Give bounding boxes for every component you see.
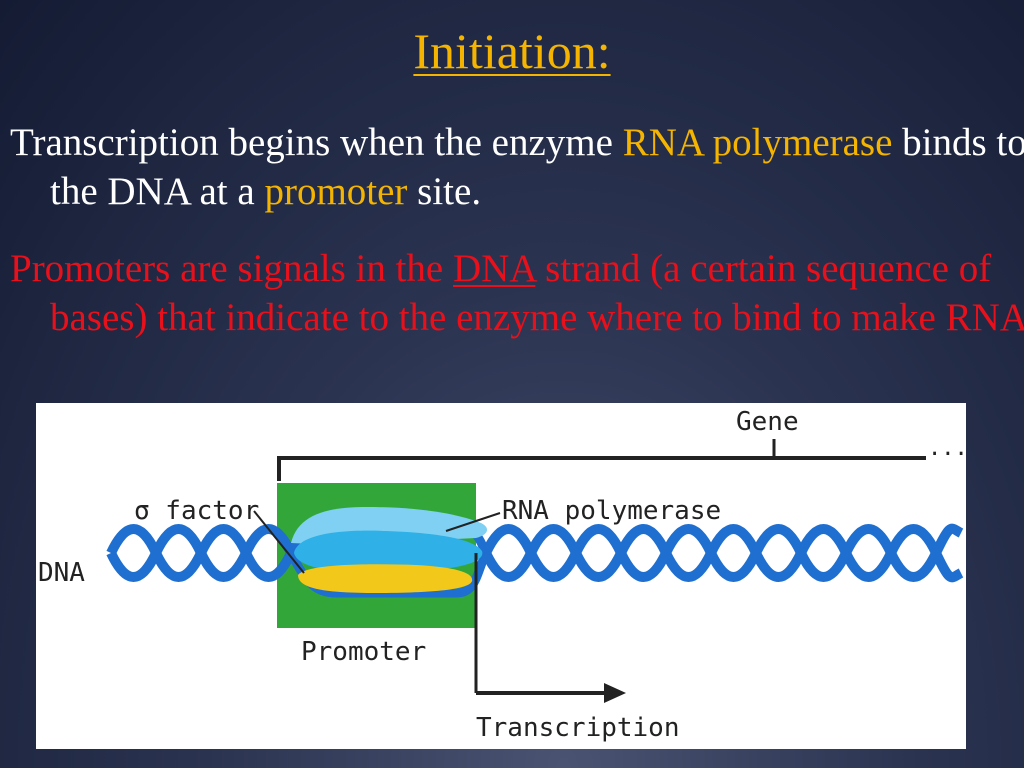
- diagram-svg: ··· Gene σ factor RNA polymerase DNA Pro…: [38, 407, 966, 743]
- rna-polymerase-pointer: [445, 512, 501, 532]
- rna-polymerase-body: [294, 530, 483, 573]
- dna-strand-left-b: [106, 524, 296, 582]
- transcription-initiation-diagram: ··· Gene σ factor RNA polymerase DNA Pro…: [36, 403, 966, 749]
- paragraph-transcription-begins: Transcription begins when the enzyme RNA…: [10, 118, 1024, 216]
- highlight-rna-polymerase: RNA polymerase: [622, 121, 893, 164]
- para1-text-3: site.: [407, 170, 482, 213]
- para2-text-2: strand (a certain sequence of bases) tha…: [50, 247, 1024, 339]
- promoter-label: Promoter: [301, 637, 426, 667]
- transcription-label: Transcription: [476, 713, 680, 743]
- rna-polymerase-label: RNA polymerase: [502, 496, 721, 526]
- gene-continuation-dots: ···: [928, 442, 966, 467]
- sigma-factor-shape: [298, 564, 473, 593]
- underlined-dna: DNA: [453, 247, 536, 290]
- para1-text-2: binds to the DNA at a: [50, 121, 1024, 213]
- transcription-arrow-head: [604, 683, 626, 703]
- para2-text-1: Promoters are signals in the: [10, 247, 453, 290]
- highlight-promoter: promoter: [264, 170, 408, 213]
- paragraph-promoters-definition: Promoters are signals in the DNA strand …: [10, 244, 1024, 342]
- gene-label: Gene: [736, 407, 799, 437]
- sigma-factor-pointer: [253, 510, 305, 574]
- sigma-factor-label: σ factor: [134, 496, 259, 526]
- dna-label: DNA: [38, 558, 85, 588]
- dna-strand-right-b: [481, 523, 964, 582]
- para1-text-1: Transcription begins when the enzyme: [10, 121, 623, 164]
- slide-title: Initiation:: [413, 23, 611, 79]
